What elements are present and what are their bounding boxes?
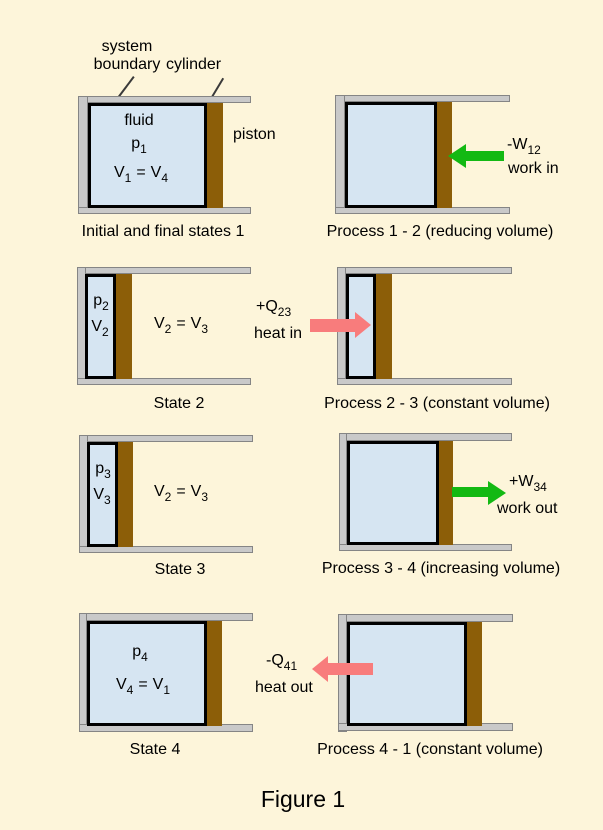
state3-volume-in-label: V3	[93, 486, 111, 507]
state3-cylinder-top-wall	[79, 435, 253, 442]
state3-fluid-box	[87, 442, 118, 547]
process41-caption: Process 4 - 1 (constant volume)	[317, 741, 543, 758]
state4-volume-eq-label: V4=V1	[115, 676, 171, 697]
work-in-arrow-body	[466, 151, 504, 161]
process12-caption: Process 1 - 2 (reducing volume)	[326, 223, 554, 240]
process12-arrow-label: -W12	[507, 136, 541, 157]
heat-out-arrow-icon	[312, 656, 328, 682]
fluid-label: fluid	[124, 112, 154, 129]
work-out-arrow-icon	[488, 481, 506, 505]
process23-caption: Process 2 - 3 (constant volume)	[324, 395, 550, 412]
state1-pressure-label: p1	[131, 135, 147, 156]
state1-volume-label: V1=V4	[113, 164, 169, 185]
process34-arrow-text: work out	[497, 500, 558, 517]
state2-pressure-label: p2	[93, 292, 109, 313]
state3-cylinder-bottom-wall	[79, 546, 253, 553]
state2-volume-eq-label: V2=V3	[153, 315, 209, 336]
state2-piston	[116, 274, 132, 379]
state2-volume-in-label: V2	[91, 318, 109, 339]
state1-fluid-box	[88, 103, 207, 208]
process34-arrow-label: +W34	[509, 473, 547, 494]
cylinder-label: cylinder	[166, 56, 222, 73]
figure-title: Figure 1	[260, 786, 346, 812]
process34-caption: Process 3 - 4 (increasing volume)	[321, 560, 561, 577]
process34-piston	[439, 441, 453, 545]
state3-caption: State 3	[154, 561, 206, 578]
heat-in-arrow-body	[310, 319, 355, 332]
state4-cylinder-left-wall	[79, 613, 87, 732]
process23-arrow-label: +Q23	[256, 298, 292, 319]
state1-cylinder-top-wall	[78, 96, 251, 103]
process23-piston	[376, 274, 392, 379]
process41-piston	[467, 622, 482, 726]
work-in-arrow-icon	[448, 144, 466, 168]
process34-fluid-box	[347, 441, 439, 545]
process12-cylinder-left-wall	[335, 95, 345, 214]
process12-cylinder-bottom-wall	[335, 207, 510, 214]
state4-fluid-box	[87, 621, 207, 726]
state1-cylinder-bottom-wall	[78, 207, 251, 214]
process34-cylinder-left-wall	[339, 433, 347, 551]
state2-cylinder-bottom-wall	[77, 378, 251, 385]
state2-cylinder-top-wall	[77, 267, 251, 274]
state4-piston	[207, 621, 222, 726]
work-out-arrow-body	[452, 487, 488, 497]
process34-cylinder-top-wall	[339, 433, 512, 441]
state2-caption: State 2	[153, 395, 205, 412]
process23-cylinder-top-wall	[337, 267, 512, 274]
state1-cylinder-left-wall	[78, 96, 88, 214]
state1-piston	[207, 103, 223, 208]
process12-arrow-text: work in	[508, 160, 559, 177]
process23-arrow-text: heat in	[254, 325, 303, 342]
process12-cylinder-top-wall	[335, 95, 510, 102]
process23-cylinder-bottom-wall	[337, 378, 512, 385]
state4-cylinder-top-wall	[79, 613, 253, 621]
process12-fluid-box	[345, 102, 437, 208]
process41-cylinder-top-wall	[338, 614, 513, 622]
state4-pressure-label: p4	[132, 643, 148, 664]
state4-caption: State 4	[129, 741, 181, 758]
state3-volume-eq-label: V2=V3	[153, 483, 209, 504]
state2-fluid-box	[85, 274, 116, 379]
state3-piston	[118, 442, 133, 547]
piston-label: piston	[233, 126, 276, 143]
state3-pressure-label: p3	[95, 460, 111, 481]
heat-out-arrow-body	[328, 663, 373, 675]
process34-cylinder-bottom-wall	[339, 544, 512, 551]
state1-caption: Initial and final states 1	[81, 223, 245, 240]
process41-arrow-text: heat out	[255, 679, 313, 696]
process12-piston	[437, 102, 452, 208]
process41-arrow-label: -Q41	[266, 652, 298, 673]
heat-in-arrow-icon	[355, 312, 371, 338]
